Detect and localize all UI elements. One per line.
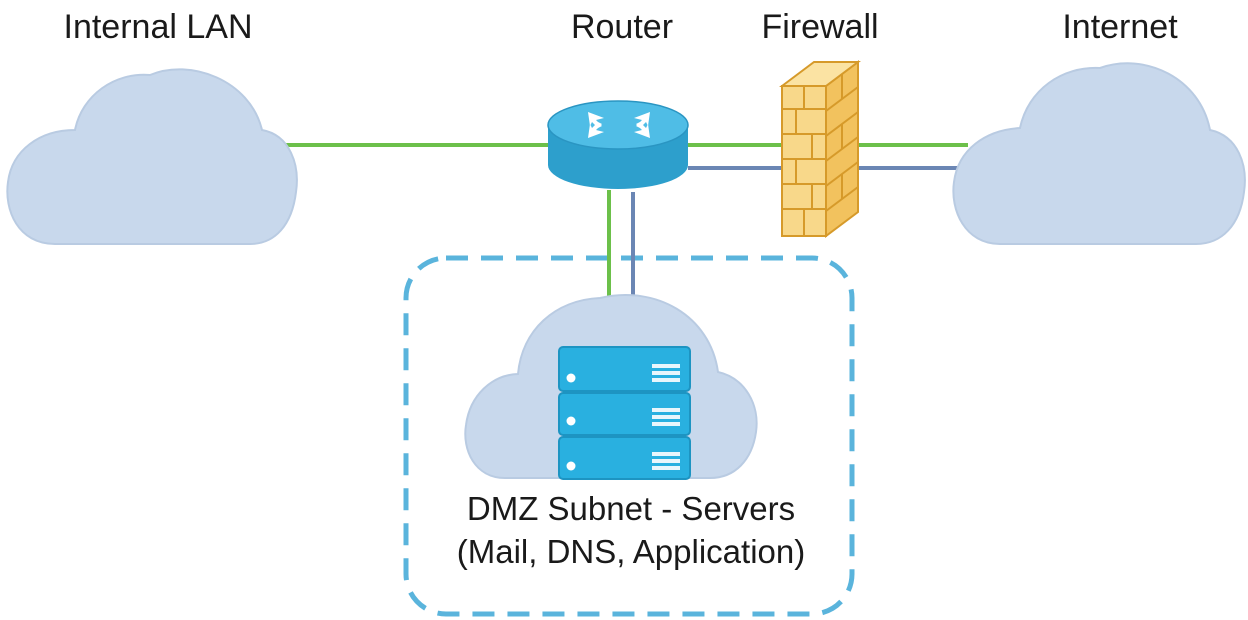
server-unit-2	[558, 392, 691, 436]
internet-label: Internet	[1062, 8, 1178, 46]
router-icon	[547, 100, 689, 189]
internal-lan-cloud-icon	[6, 68, 298, 245]
firewall-label: Firewall	[761, 8, 879, 46]
internet-cloud-icon	[952, 62, 1246, 245]
firewall-icon	[779, 60, 861, 238]
dmz-label-line2: (Mail, DNS, Application)	[456, 533, 806, 570]
internal-lan-label: Internal LAN	[63, 8, 253, 46]
server-unit-1	[558, 346, 691, 392]
server-stack-icon	[558, 346, 691, 480]
router-label: Router	[570, 8, 674, 46]
dmz-boundary	[403, 255, 855, 617]
server-unit-3	[558, 436, 691, 480]
dmz-label-line1: DMZ Subnet - Servers	[466, 490, 796, 527]
